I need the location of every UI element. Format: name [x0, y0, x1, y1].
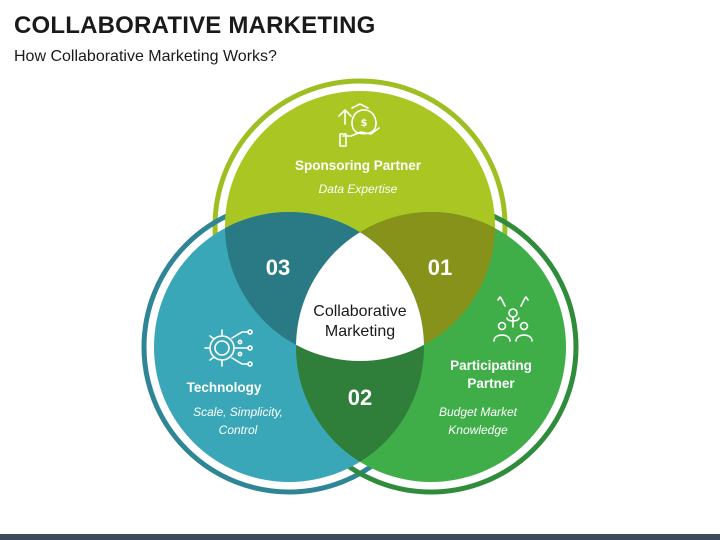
team-celebrate-icon — [493, 296, 533, 342]
money-bag-hand-icon: $ — [338, 103, 380, 147]
technology-desc-line1: Scale, Simplicity, — [193, 405, 283, 419]
overlap-number-02: 02 — [348, 385, 372, 410]
center-overlap — [296, 212, 424, 361]
participating-desc-line1: Budget Market — [439, 405, 518, 419]
participating-title-line1: Participating — [450, 358, 532, 373]
overlap-number-01: 01 — [428, 255, 452, 280]
page-subtitle: How Collaborative Marketing Works? — [14, 48, 277, 65]
svg-text:$: $ — [361, 118, 368, 129]
participating-title-line2: Partner — [467, 376, 515, 391]
technology-title: Technology — [187, 380, 262, 395]
overlap-number-03: 03 — [266, 255, 290, 280]
center-label-line2: Marketing — [325, 323, 395, 340]
page-title: COLLABORATIVE MARKETING — [14, 12, 376, 39]
sponsoring-desc: Data Expertise — [319, 182, 398, 196]
sponsoring-title: Sponsoring Partner — [295, 158, 422, 173]
center-label-line1: Collaborative — [313, 303, 406, 320]
gear-circuit-icon — [204, 329, 253, 367]
participating-desc-line2: Knowledge — [448, 423, 508, 437]
technology-desc-line2: Control — [219, 423, 258, 437]
bottom-bar — [0, 534, 720, 540]
